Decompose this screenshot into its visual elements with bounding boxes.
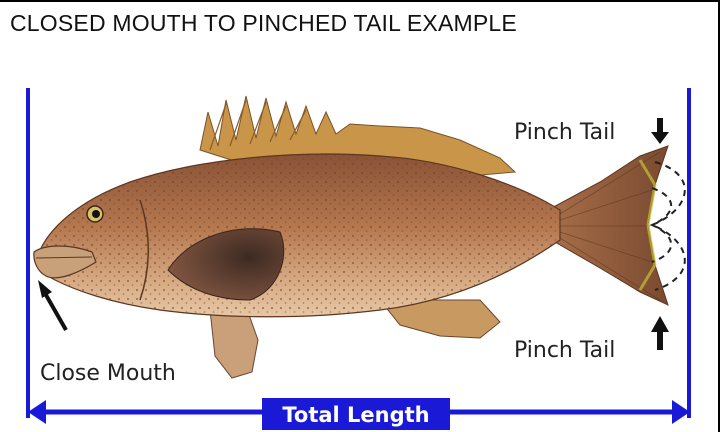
right-measure-bar [687,88,691,418]
pinch-tail-top-arrow [651,118,669,144]
pinch-tail-bottom-arrow [651,316,669,350]
left-measure-bar [26,88,30,418]
pelvic-fin [210,310,258,378]
pinch-tail-bottom-label: Pinch Tail [514,338,615,363]
close-mouth-label: Close Mouth [40,361,176,386]
tail-fin [548,146,668,305]
pinch-tail-top-label: Pinch Tail [514,120,615,145]
total-length-label: Total Length [282,403,429,427]
total-length-left-arrowhead [28,400,46,424]
